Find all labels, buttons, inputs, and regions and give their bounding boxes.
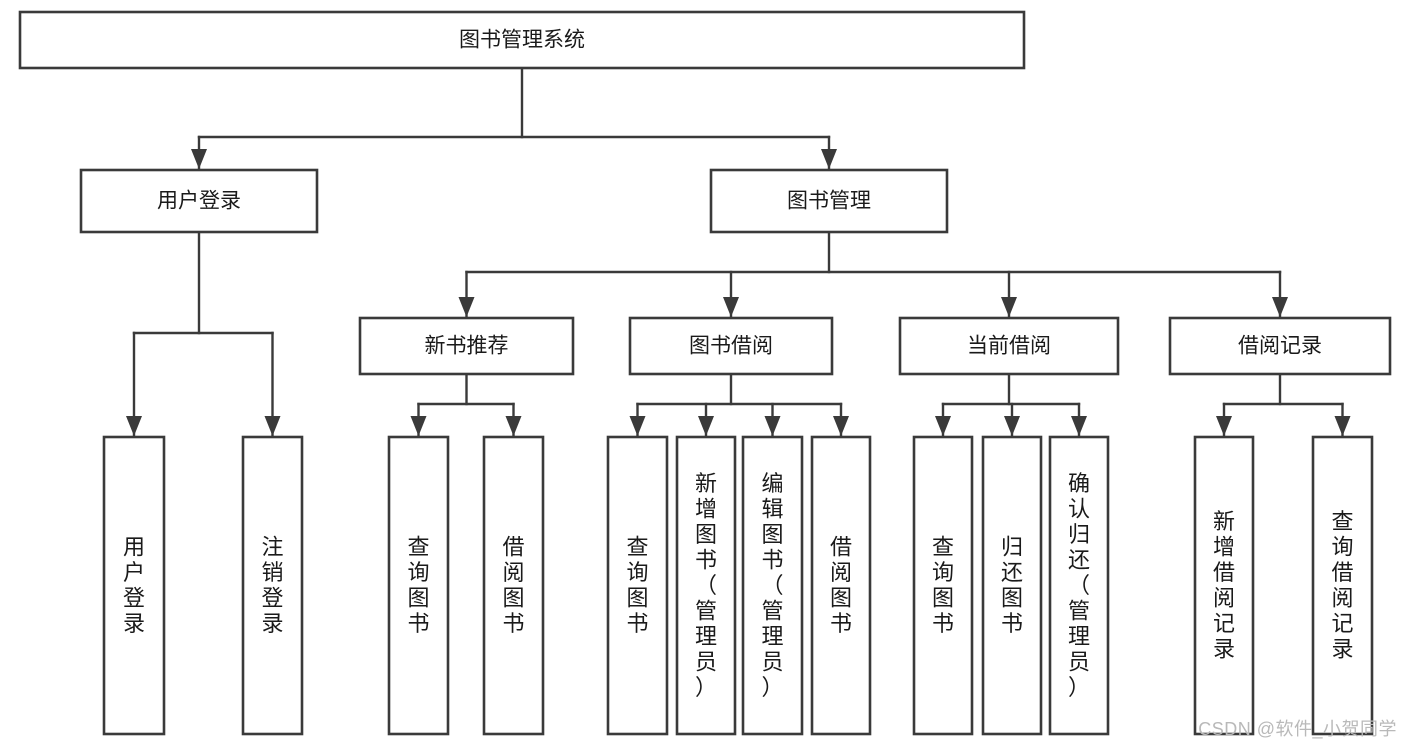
node-box[interactable] xyxy=(1193,435,1255,736)
node-leaf-0[interactable]: 用户登录 xyxy=(102,435,166,736)
node-label: 归还图书 xyxy=(1001,535,1023,637)
node-label: 当前借阅 xyxy=(967,335,1051,358)
node-box[interactable] xyxy=(358,316,575,376)
node-leaf-3[interactable]: 借阅图书 xyxy=(482,435,545,736)
node-label: 新增借阅记录 xyxy=(1213,509,1235,662)
node-box[interactable] xyxy=(606,435,669,736)
node-label: 借阅图书 xyxy=(830,535,852,637)
node-box[interactable] xyxy=(387,435,450,736)
arrow-head-icon xyxy=(629,416,646,436)
node-label: 借阅图书 xyxy=(502,535,524,637)
node-boxes-layer: 图书管理系统用户登录图书管理新书推荐图书借阅当前借阅借阅记录用户登录注销登录查询… xyxy=(18,10,1392,736)
arrow-head-icon xyxy=(505,416,522,436)
node-level2-0[interactable]: 用户登录 xyxy=(79,168,319,234)
node-root-图书管理系统[interactable]: 图书管理系统 xyxy=(18,10,1026,70)
node-box[interactable] xyxy=(79,168,319,234)
node-label: 图书管理系统 xyxy=(459,29,585,52)
node-leaf-9[interactable]: 归还图书 xyxy=(981,435,1043,736)
arrow-head-icon xyxy=(1071,416,1087,436)
arrow-head-icon xyxy=(458,297,475,317)
arrow-head-icon xyxy=(723,297,739,317)
node-label: 新书推荐 xyxy=(425,335,509,358)
node-level3-3[interactable]: 借阅记录 xyxy=(1168,316,1392,376)
node-box[interactable] xyxy=(241,435,304,736)
arrow-head-icon xyxy=(833,416,849,436)
node-level3-0[interactable]: 新书推荐 xyxy=(358,316,575,376)
arrow-head-icon xyxy=(764,416,781,436)
arrow-head-icon xyxy=(1001,297,1017,317)
node-box[interactable] xyxy=(741,435,804,736)
csdn-watermark: CSDN @软件_小贺同学 xyxy=(1198,719,1397,739)
node-box[interactable] xyxy=(482,435,545,736)
arrow-head-icon xyxy=(126,416,142,436)
node-leaf-8[interactable]: 查询图书 xyxy=(912,435,974,736)
node-box[interactable] xyxy=(810,435,872,736)
node-box[interactable] xyxy=(675,435,737,736)
node-level2-1[interactable]: 图书管理 xyxy=(709,168,949,234)
node-box[interactable] xyxy=(981,435,1043,736)
arrow-head-icon xyxy=(1004,416,1020,436)
node-leaf-11[interactable]: 新增借阅记录 xyxy=(1193,435,1255,736)
arrow-head-icon xyxy=(1216,416,1232,436)
node-leaf-10[interactable]: 确认归还（管理员） xyxy=(1048,435,1110,736)
node-label: 用户登录 xyxy=(157,190,241,213)
arrow-head-icon xyxy=(1272,297,1288,317)
node-level3-1[interactable]: 图书借阅 xyxy=(628,316,834,376)
node-label: 确认归还（管理员） xyxy=(1068,471,1090,700)
node-box[interactable] xyxy=(102,435,166,736)
arrow-head-icon xyxy=(698,416,714,436)
node-box[interactable] xyxy=(1311,435,1374,736)
node-leaf-2[interactable]: 查询图书 xyxy=(387,435,450,736)
node-label: 图书借阅 xyxy=(689,335,773,358)
node-label: 图书管理 xyxy=(787,190,871,213)
node-label: 查询借阅记录 xyxy=(1331,509,1353,662)
node-box[interactable] xyxy=(898,316,1120,376)
node-box[interactable] xyxy=(1168,316,1392,376)
node-box[interactable] xyxy=(1048,435,1110,736)
node-label: 借阅记录 xyxy=(1238,335,1322,358)
connectors-layer xyxy=(126,66,1351,438)
node-box[interactable] xyxy=(709,168,949,234)
node-label: 查询图书 xyxy=(932,535,954,637)
node-box[interactable] xyxy=(912,435,974,736)
node-label: 查询图书 xyxy=(626,535,648,637)
node-label: 注销登录 xyxy=(261,535,283,637)
node-leaf-1[interactable]: 注销登录 xyxy=(241,435,304,736)
arrow-head-icon xyxy=(935,416,951,436)
node-box[interactable] xyxy=(18,10,1026,70)
node-label: 新增图书（管理员） xyxy=(695,471,717,700)
node-leaf-4[interactable]: 查询图书 xyxy=(606,435,669,736)
node-label: 查询图书 xyxy=(407,535,429,637)
node-leaf-5[interactable]: 新增图书（管理员） xyxy=(675,435,737,736)
node-level3-2[interactable]: 当前借阅 xyxy=(898,316,1120,376)
node-label: 用户登录 xyxy=(123,535,145,637)
node-box[interactable] xyxy=(628,316,834,376)
node-leaf-12[interactable]: 查询借阅记录 xyxy=(1311,435,1374,736)
arrow-head-icon xyxy=(821,149,837,169)
node-leaf-7[interactable]: 借阅图书 xyxy=(810,435,872,736)
arrow-head-icon xyxy=(264,416,281,436)
arrow-head-icon xyxy=(410,416,427,436)
arrow-head-icon xyxy=(191,149,207,169)
node-label: 编辑图书（管理员） xyxy=(761,471,783,700)
node-leaf-6[interactable]: 编辑图书（管理员） xyxy=(741,435,804,736)
arrow-head-icon xyxy=(1334,416,1351,436)
